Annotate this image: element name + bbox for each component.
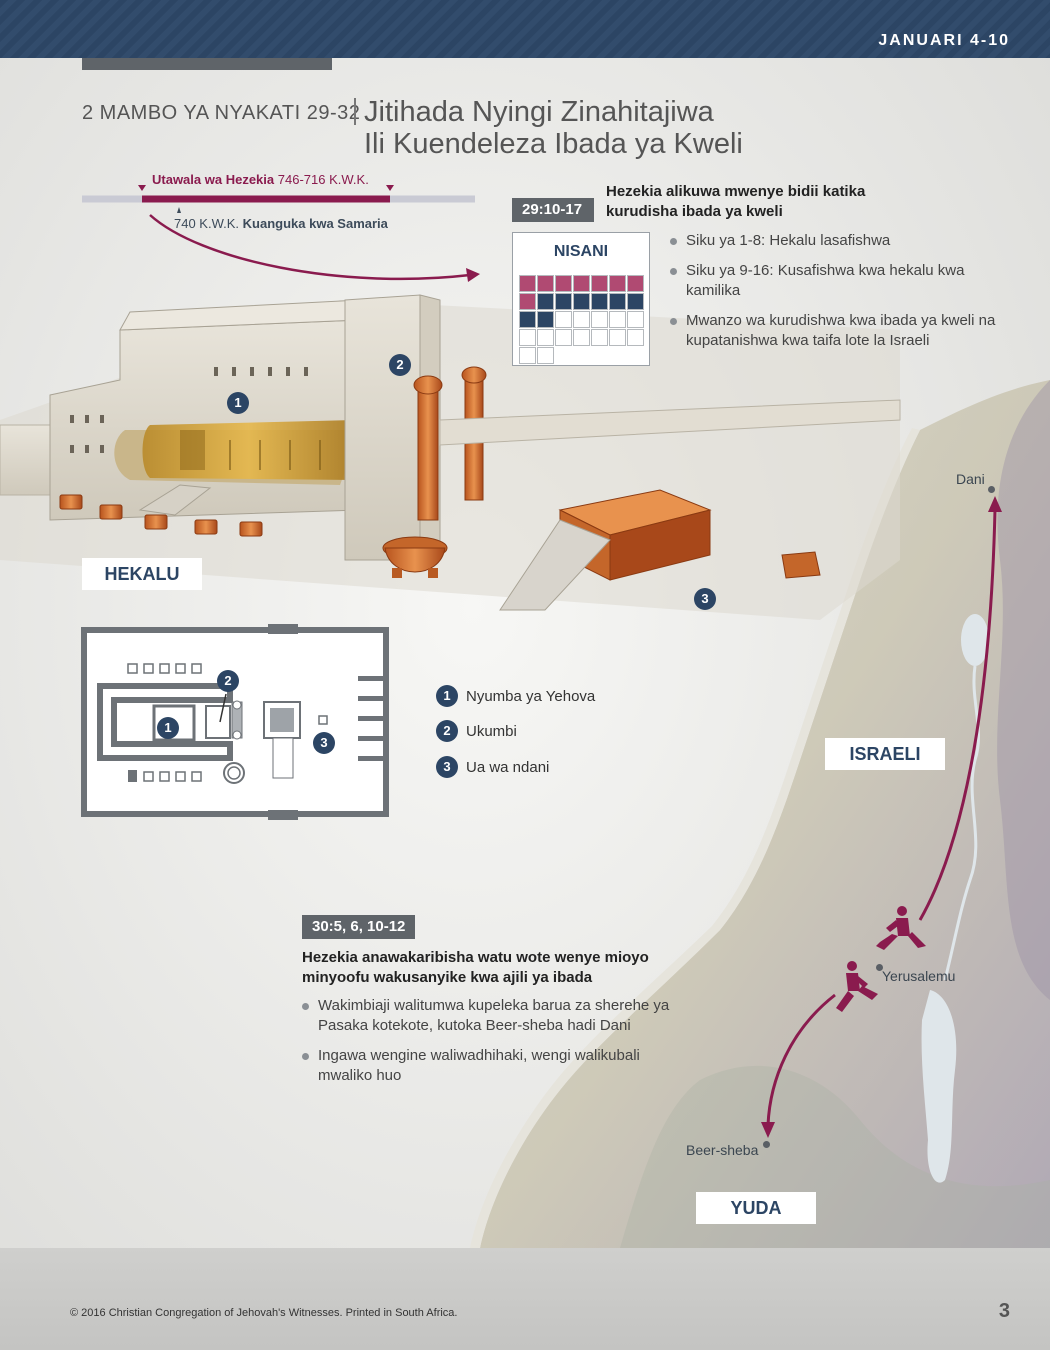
legend-number: 1 (436, 685, 458, 707)
plan-marker-2: 2 (217, 670, 239, 692)
city-label-dan: Dani (956, 471, 985, 487)
copyright-text: © 2016 Christian Congregation of Jehovah… (70, 1307, 458, 1319)
calendar-day (537, 347, 554, 364)
section2-bullet: Ingawa wengine waliwadhihaki, wengi wali… (302, 1046, 672, 1086)
legend-number: 3 (436, 756, 458, 778)
calendar-day-grid (519, 275, 644, 364)
reign-years: 746-716 K.W.K. (277, 172, 369, 187)
calendar-day (537, 275, 554, 292)
temple-marker-2: 2 (389, 354, 411, 376)
calendar-day (555, 329, 572, 346)
legend-number: 2 (436, 720, 458, 742)
calendar-day (519, 311, 536, 328)
city-marker-beersheba (763, 1141, 770, 1148)
legend-item: 1 Nyumba ya Yehova (436, 685, 656, 707)
city-marker-jerusalem (876, 964, 883, 971)
calendar-day (627, 329, 644, 346)
calendar-day (519, 329, 536, 346)
city-label-jerusalem: Yerusalemu (882, 968, 956, 984)
calendar-day (573, 275, 590, 292)
section2-bullet: Wakimbiaji walitumwa kupeleka barua za s… (302, 996, 672, 1036)
plan-marker-3: 3 (313, 732, 335, 754)
verse-badge-1: 29:10-17 (512, 198, 594, 222)
calendar-month: NISANI (553, 243, 609, 260)
scripture-reference: 2 MAMBO YA NYAKATI 29-32 (82, 102, 361, 124)
title-line-2: Ili Kuendeleza Ibada ya Kweli (364, 128, 743, 160)
runner-figure-north (876, 906, 926, 950)
calendar-day (537, 311, 554, 328)
header-bar (0, 0, 1050, 58)
calendar-day (591, 275, 608, 292)
calendar-day (609, 275, 626, 292)
calendar-nisan: NISANI (512, 232, 650, 366)
section1-bullet: Mwanzo wa kurudishwa kwa ibada ya kweli … (670, 311, 1000, 351)
calendar-day (627, 275, 644, 292)
verse-badge-2: 30:5, 6, 10-12 (302, 915, 416, 939)
timeline-reign-label: Utawala wa Hezekia 746-716 K.W.K. (152, 172, 369, 187)
legend-label: Ukumbi (466, 723, 517, 740)
plan-marker-1: 1 (157, 717, 179, 739)
date-range: JANUARI 4-10 (878, 32, 1010, 49)
legend-item: 2 Ukumbi (436, 720, 656, 742)
temple-floor-plan (81, 624, 389, 820)
fall-event: Kuanguka kwa Samaria (242, 216, 388, 231)
calendar-day (591, 329, 608, 346)
temple-label: HEKALU (82, 558, 202, 590)
footer-band (0, 1248, 1050, 1350)
accent-strip (82, 58, 332, 70)
legend-label: Ua wa ndani (466, 759, 550, 776)
calendar-day (555, 275, 572, 292)
calendar-day (627, 293, 644, 310)
calendar-day (609, 293, 626, 310)
legend-label: Nyumba ya Yehova (466, 688, 596, 705)
section1-bullets: Siku ya 1-8: Hekalu lasafishwa Siku ya 9… (670, 231, 1000, 361)
temple-marker-3: 3 (694, 588, 716, 610)
runner-figure-south (836, 961, 878, 1012)
calendar-day (627, 311, 644, 328)
calendar-day (573, 311, 590, 328)
calendar-day (537, 329, 554, 346)
calendar-day (609, 329, 626, 346)
calendar-day (573, 329, 590, 346)
title-separator (354, 98, 356, 125)
page-title: Jitihada Nyingi Zinahitajiwa Ili Kuendel… (364, 96, 784, 160)
calendar-day (519, 275, 536, 292)
fall-year: 740 K.W.K. (174, 216, 240, 231)
city-label-beersheba: Beer-sheba (686, 1142, 759, 1158)
calendar-day (573, 293, 590, 310)
title-line-1: Jitihada Nyingi Zinahitajiwa (364, 96, 714, 128)
calendar-day (519, 347, 536, 364)
reign-name: Utawala wa Hezekia (152, 172, 275, 187)
page-number: 3 (998, 1300, 1010, 1322)
calendar-day (519, 293, 536, 310)
calendar-day (591, 311, 608, 328)
calendar-day (555, 293, 572, 310)
calendar-day (537, 293, 554, 310)
temple-marker-1: 1 (227, 392, 249, 414)
calendar-day (591, 293, 608, 310)
section1-bullet: Siku ya 1-8: Hekalu lasafishwa (670, 231, 1000, 251)
section2-heading: Hezekia anawakaribisha watu wote wenye m… (302, 949, 649, 986)
legend-item: 3 Ua wa ndani (436, 756, 656, 778)
region-label-judah: YUDA (696, 1192, 816, 1224)
region-label-israel: ISRAELI (825, 738, 945, 770)
timeline-fall-label: 740 K.W.K. Kuanguka kwa Samaria (174, 216, 388, 231)
city-marker-dan (988, 486, 995, 493)
section1-bullet: Siku ya 9-16: Kusafishwa kwa hekalu kwa … (670, 261, 1000, 301)
section2-bullets: Wakimbiaji walitumwa kupeleka barua za s… (302, 996, 672, 1096)
calendar-day (555, 311, 572, 328)
calendar-day (609, 311, 626, 328)
section1-heading: Hezekia alikuwa mwenye bidii katika kuru… (606, 183, 866, 220)
